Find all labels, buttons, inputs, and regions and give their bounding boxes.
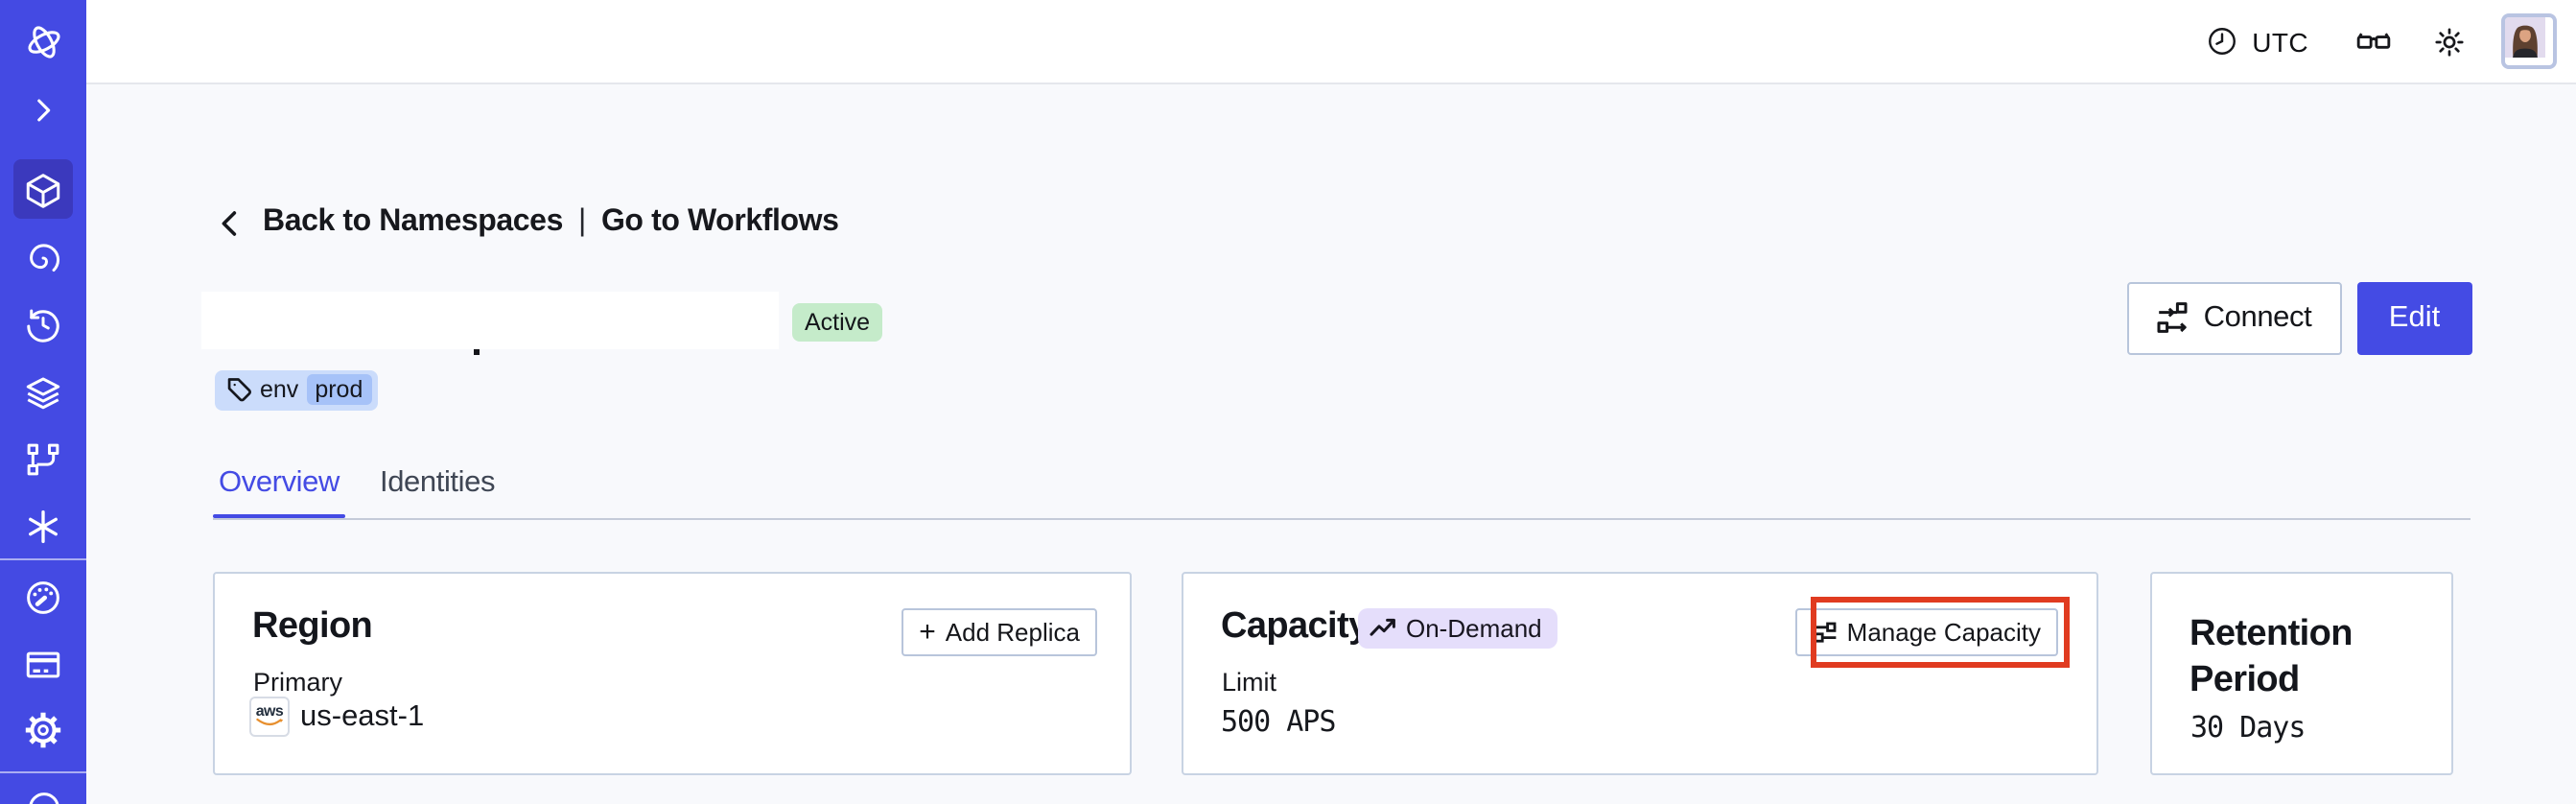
layers-icon <box>23 371 63 412</box>
breadcrumb-separator: | <box>578 205 586 238</box>
sidebar-item-batch[interactable] <box>0 493 86 558</box>
plus-icon: + <box>919 615 936 649</box>
sidebar <box>0 0 86 804</box>
gear-icon <box>23 710 63 750</box>
circle-partial-icon <box>24 783 62 804</box>
retention-value: 30 Days <box>2190 709 2306 744</box>
cube-icon <box>23 170 63 210</box>
sidebar-item-deployments[interactable] <box>0 359 86 424</box>
aws-smile-icon <box>256 718 284 726</box>
sidebar-active-highlight <box>13 159 73 219</box>
chevron-right-icon <box>27 94 59 127</box>
manage-capacity-label: Manage Capacity <box>1846 617 2041 647</box>
region-value: us-east-1 <box>300 699 425 732</box>
status-badge: Active <box>792 303 883 341</box>
credit-card-icon <box>23 644 63 684</box>
docs-glasses-button[interactable] <box>2354 23 2391 59</box>
tag-icon <box>226 377 252 403</box>
capacity-card-title: Capacity <box>1221 605 1369 646</box>
sidebar-divider <box>0 770 86 772</box>
history-clock-icon <box>23 304 63 344</box>
breadcrumb-back-link[interactable]: Back to Namespaces <box>263 205 563 238</box>
active-tab-underline <box>212 513 344 518</box>
primary-label: Primary <box>253 667 342 696</box>
temporal-logo-icon <box>22 21 64 63</box>
topbar: UTC <box>86 0 2576 84</box>
timezone-selector[interactable]: UTC <box>2206 25 2308 58</box>
sidebar-item-home[interactable] <box>0 10 86 75</box>
redacted-namespace-title <box>201 292 779 349</box>
chevron-left-icon[interactable] <box>215 206 247 239</box>
connect-button-label: Connect <box>2203 300 2312 334</box>
namespace-tag[interactable]: env prod <box>215 369 378 410</box>
sidebar-item-billing[interactable] <box>0 631 86 697</box>
glasses-icon <box>2354 23 2391 59</box>
limit-label: Limit <box>1222 667 1277 696</box>
add-replica-label: Add Replica <box>945 617 1080 647</box>
branch-icon <box>23 438 63 479</box>
sidebar-item-namespaces[interactable] <box>0 157 86 223</box>
tag-value-chip: prod <box>306 373 372 406</box>
edit-button-label: Edit <box>2388 300 2441 334</box>
on-demand-label: On-Demand <box>1406 613 1542 642</box>
region-card: Region + Add Replica Primary aws us-east… <box>213 571 1132 774</box>
add-replica-button[interactable]: + Add Replica <box>902 608 1097 655</box>
spiral-icon <box>23 237 63 277</box>
asterisk-icon <box>23 506 63 546</box>
sidebar-item-settings[interactable] <box>0 698 86 763</box>
avatar[interactable] <box>2500 13 2556 69</box>
manage-capacity-button[interactable]: Manage Capacity <box>1794 608 2058 655</box>
sidebar-divider <box>0 557 86 559</box>
connect-button[interactable]: Connect <box>2126 281 2341 355</box>
sidebar-item-nexus[interactable] <box>0 225 86 290</box>
tag-key: env <box>260 376 299 403</box>
connect-icon <box>2156 302 2189 335</box>
theme-toggle-button[interactable] <box>2431 24 2466 59</box>
aws-text: aws <box>255 702 284 720</box>
gauge-icon <box>23 578 63 618</box>
capacity-value: 500 APS <box>1221 703 1336 738</box>
breadcrumb-workflows-link[interactable]: Go to Workflows <box>600 205 839 238</box>
retention-card: Retention Period 30 Days <box>2150 571 2453 774</box>
sliders-icon <box>1813 620 1838 645</box>
tabs-divider <box>213 517 2471 519</box>
sidebar-item-workflows[interactable] <box>0 426 86 491</box>
capacity-card: Capacity On-Demand Manage Capacity <box>1182 571 2098 774</box>
clock-icon <box>2206 25 2238 58</box>
aws-logo: aws <box>249 696 290 736</box>
sidebar-item-schedules[interactable] <box>0 292 86 357</box>
breadcrumb: Back to Namespaces | Go to Workflows <box>215 205 839 240</box>
edit-button[interactable]: Edit <box>2357 281 2471 355</box>
timezone-label: UTC <box>2252 26 2308 57</box>
sun-icon <box>2431 24 2466 59</box>
region-card-title: Region <box>252 605 373 646</box>
sidebar-item-usage[interactable] <box>0 565 86 630</box>
trending-up-icon <box>1370 616 1396 639</box>
retention-card-title: Retention Period <box>2190 613 2353 699</box>
title-dot <box>474 349 479 354</box>
sidebar-expand-button[interactable] <box>0 78 86 143</box>
tab-overview[interactable]: Overview <box>219 466 340 499</box>
tab-identities[interactable]: Identities <box>380 466 496 499</box>
sidebar-item-account[interactable] <box>0 783 86 804</box>
on-demand-badge: On-Demand <box>1358 607 1557 648</box>
